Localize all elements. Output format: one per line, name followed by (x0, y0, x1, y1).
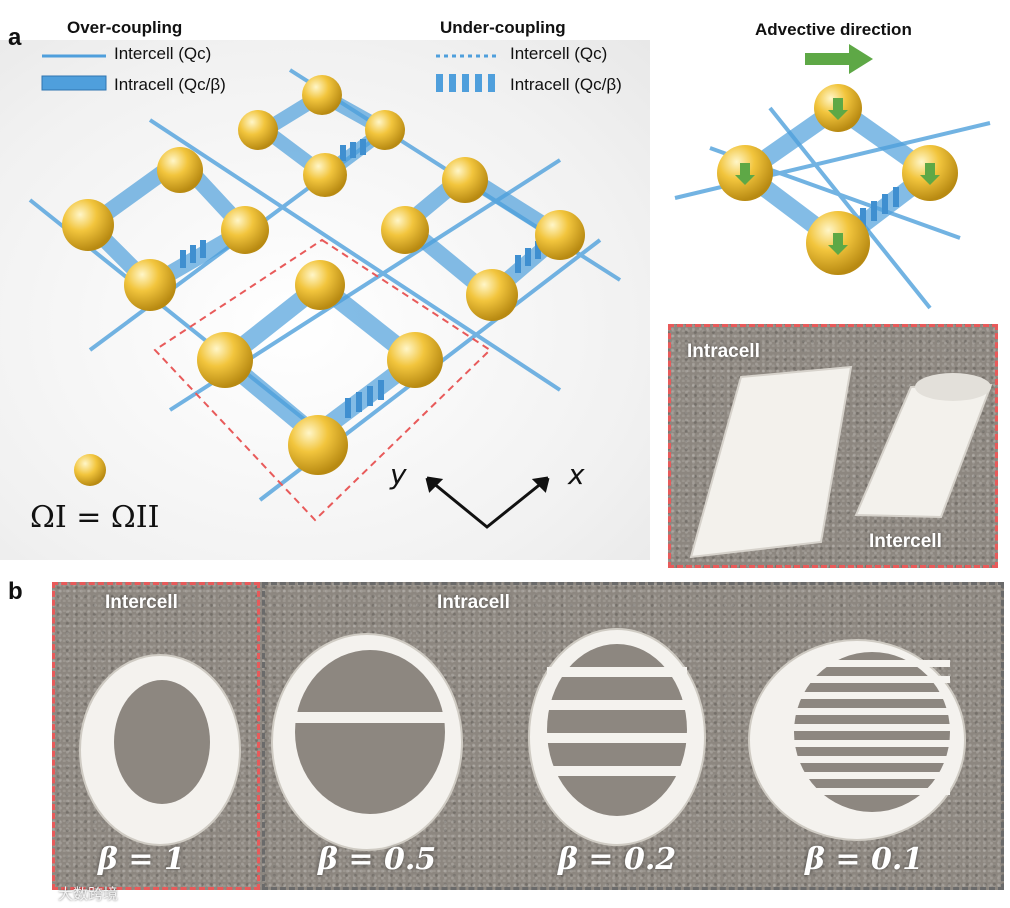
photo-intercell-label: Intercell (869, 531, 942, 553)
ring-beta-0-2 (529, 629, 705, 845)
legend-over-coupling-title: Over-coupling (67, 18, 182, 38)
panel-a-letter: a (8, 24, 21, 52)
omega-equation: ΩI = ΩII (30, 500, 160, 535)
ring-beta-0-1 (749, 640, 965, 840)
unit-cell-rotation (670, 78, 1000, 318)
legend-sphere-icon (72, 452, 108, 488)
panel-a: a Over-coupling Intercell (Qc) Intracell… (0, 0, 1010, 575)
intracell-piece (691, 367, 851, 557)
panel-b-letter: b (8, 578, 23, 606)
advective-arrow-icon (805, 44, 875, 74)
beta-label-0-1: β = 0.1 (805, 842, 923, 877)
resonator-spheres (62, 75, 585, 475)
axis-y-label: y (390, 458, 407, 491)
legend-under-coupling-title: Under-coupling (440, 18, 566, 38)
axis-x-label: x (568, 458, 585, 491)
advective-direction-label: Advective direction (755, 20, 912, 40)
lattice-diagram (0, 60, 660, 570)
beta-label-1: β = 1 (98, 842, 185, 877)
watermark: 大数跨境 (58, 883, 118, 904)
channels-photo: Intracell Intercell (668, 324, 998, 568)
beta-label-0-5: β = 0.5 (318, 842, 436, 877)
photo-intracell-label: Intracell (687, 341, 760, 363)
axes-arrows (427, 478, 548, 527)
intercell-piece (856, 385, 991, 517)
ring-beta-1 (80, 655, 240, 845)
ring-beta-0-5 (272, 634, 462, 850)
beta-label-0-2: β = 0.2 (558, 842, 676, 877)
